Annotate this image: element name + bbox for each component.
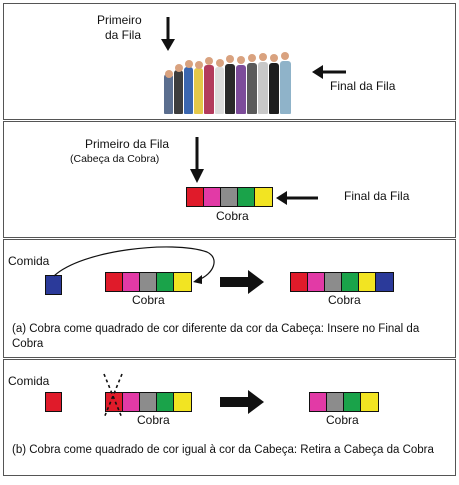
- case-b-remove-head-mark-icon: [103, 373, 123, 419]
- case-a-snake-before: [105, 272, 192, 292]
- snake-block-gray: [327, 393, 344, 411]
- snake-last-arrow-icon: [276, 191, 318, 205]
- snake-head-arrow-icon: [190, 137, 204, 183]
- snake-block-magenta: [308, 273, 325, 291]
- person-11-head: [270, 54, 278, 62]
- snake-block-green: [342, 273, 359, 291]
- person-4: [194, 68, 203, 114]
- person-3: [184, 67, 193, 114]
- snake-block-gray: [325, 273, 342, 291]
- case-a-snake-after: [290, 272, 394, 292]
- snake-block-red: [106, 393, 123, 411]
- snake-last-label: Final da Fila: [344, 189, 410, 203]
- snake-queue-label: Cobra: [216, 209, 249, 223]
- snake-block-green: [157, 393, 174, 411]
- case-a-snake-before-label: Cobra: [132, 293, 165, 307]
- panel-case-b: Comida Cobra Cobra (b) Cobra come quadra…: [3, 359, 456, 476]
- snake-block-yellow: [361, 393, 378, 411]
- person-11: [269, 63, 279, 114]
- person-1-head: [165, 70, 173, 78]
- panel-case-a: Comida Cobra Cobra (a) Cobra come quadra…: [3, 239, 456, 358]
- snake-block-red: [106, 273, 123, 291]
- case-a-eat-curve-arrow-icon: [53, 246, 215, 284]
- queue-first-label-line1: Primeiro: [97, 13, 142, 27]
- case-a-food-label: Comida: [8, 254, 50, 268]
- case-b-snake-before-label: Cobra: [137, 413, 170, 427]
- person-5-head: [205, 57, 213, 65]
- person-12: [280, 61, 291, 114]
- queue-last-arrow-icon: [312, 65, 346, 79]
- person-5: [204, 65, 214, 114]
- person-8-head: [237, 56, 245, 64]
- person-8: [236, 65, 246, 114]
- snake-block-green: [238, 188, 255, 206]
- snake-block-gray: [140, 273, 157, 291]
- snake-head-label: (Cabeça da Cobra): [70, 153, 160, 165]
- snake-block-yellow: [359, 273, 376, 291]
- panel-queue-photo: Primeiro da Fila Final da Fila: [3, 3, 456, 120]
- case-b-food-label: Comida: [8, 374, 50, 388]
- person-4-head: [195, 61, 203, 69]
- case-b-food-block: [45, 392, 62, 412]
- person-2-head: [175, 64, 183, 72]
- snake-block-magenta: [123, 393, 140, 411]
- person-7-head: [226, 55, 234, 63]
- snake-block-magenta: [204, 188, 221, 206]
- snake-block-blue: [376, 273, 393, 291]
- case-a-food-block: [45, 275, 62, 295]
- queue-people-image: [164, 52, 304, 114]
- person-9: [247, 63, 257, 114]
- case-b-result-arrow-icon: [220, 390, 264, 414]
- person-6-head: [216, 59, 224, 67]
- case-a-result-arrow-icon: [220, 270, 264, 294]
- person-7: [225, 64, 235, 114]
- person-9-head: [248, 54, 256, 62]
- snake-block-green: [344, 393, 361, 411]
- snake-block-yellow: [174, 273, 191, 291]
- snake-first-label: Primeiro da Fila: [85, 137, 170, 151]
- case-a-snake-after-label: Cobra: [328, 293, 361, 307]
- queue-first-arrow-icon: [161, 17, 175, 51]
- snake-block-yellow: [255, 188, 272, 206]
- snake-block-green: [157, 273, 174, 291]
- person-2: [174, 70, 183, 114]
- snake-block-gray: [140, 393, 157, 411]
- snake-block-red: [291, 273, 308, 291]
- snake-queue-blocks: [186, 187, 273, 207]
- snake-block-yellow: [174, 393, 191, 411]
- person-1: [164, 74, 173, 114]
- case-b-caption: (b) Cobra come quadrado de cor igual à c…: [12, 444, 434, 456]
- snake-block-gray: [221, 188, 238, 206]
- person-12-head: [281, 52, 289, 60]
- person-10-head: [259, 53, 267, 61]
- case-b-snake-after: [309, 392, 379, 412]
- case-b-snake-after-label: Cobra: [326, 413, 359, 427]
- queue-last-label: Final da Fila: [330, 79, 396, 93]
- person-6: [215, 67, 224, 114]
- snake-block-red: [187, 188, 204, 206]
- panel-snake-queue: Primeiro da Fila (Cabeça da Cobra) Cobra…: [3, 121, 456, 238]
- snake-block-magenta: [310, 393, 327, 411]
- queue-first-label-line2: da Fila: [105, 28, 142, 42]
- person-10: [258, 62, 268, 114]
- snake-block-magenta: [123, 273, 140, 291]
- person-3-head: [185, 60, 193, 68]
- case-b-snake-before: [105, 392, 192, 412]
- case-a-caption: (a) Cobra come quadrado de cor diferente…: [12, 323, 420, 350]
